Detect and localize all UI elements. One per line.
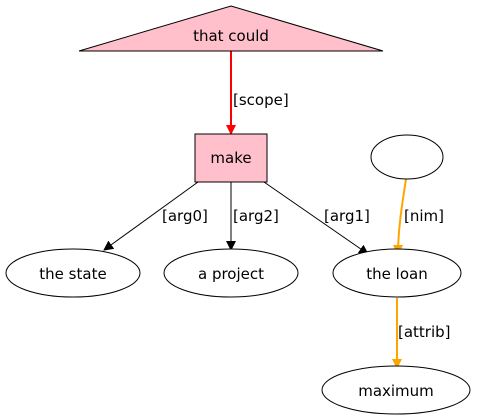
node-the-state-label: the state xyxy=(39,265,106,283)
node-a-project-label: a project xyxy=(198,265,264,283)
edge-arg1: [arg1] xyxy=(263,181,370,255)
box-node-shape xyxy=(194,133,268,183)
edge-arg2-label: [arg2] xyxy=(233,207,279,225)
edge-arg0: [arg0] xyxy=(103,181,208,251)
edge-attrib: [attrib] xyxy=(392,298,451,369)
ellipse-node-shape xyxy=(163,248,299,298)
edge-attrib-label: [attrib] xyxy=(398,323,451,341)
node-the-loan-label: the loan xyxy=(366,265,427,283)
node-that-could-label: that could xyxy=(193,27,269,45)
node-maximum-label: maximum xyxy=(358,382,434,400)
triangle-node-shape xyxy=(78,5,384,52)
ellipse-node-shape xyxy=(332,248,462,298)
edge-arg0-label: [arg0] xyxy=(162,207,208,225)
edge-arg2: [arg2] xyxy=(226,182,279,251)
edge-scope: [scope] xyxy=(226,51,289,135)
ellipse-node-shape xyxy=(321,365,471,415)
node-empty xyxy=(370,134,444,180)
node-the-state: the state xyxy=(5,248,141,298)
node-make: make xyxy=(194,133,268,183)
ellipse-node-shape xyxy=(5,248,141,298)
edge-arg0-line xyxy=(103,181,199,251)
edge-nim: [nim] xyxy=(393,178,444,255)
node-a-project: a project xyxy=(163,248,299,298)
edge-nim-label: [nim] xyxy=(404,207,444,225)
node-the-loan: the loan xyxy=(332,248,462,298)
edge-arg1-label: [arg1] xyxy=(324,207,370,225)
node-maximum: maximum xyxy=(321,365,471,415)
node-make-label: make xyxy=(210,149,251,167)
node-that-could: that could xyxy=(78,5,384,52)
edge-nim-line xyxy=(393,178,407,255)
edge-scope-label: [scope] xyxy=(233,91,289,109)
empty-ellipse-node xyxy=(370,134,444,180)
edge-arg1-line xyxy=(263,181,369,255)
